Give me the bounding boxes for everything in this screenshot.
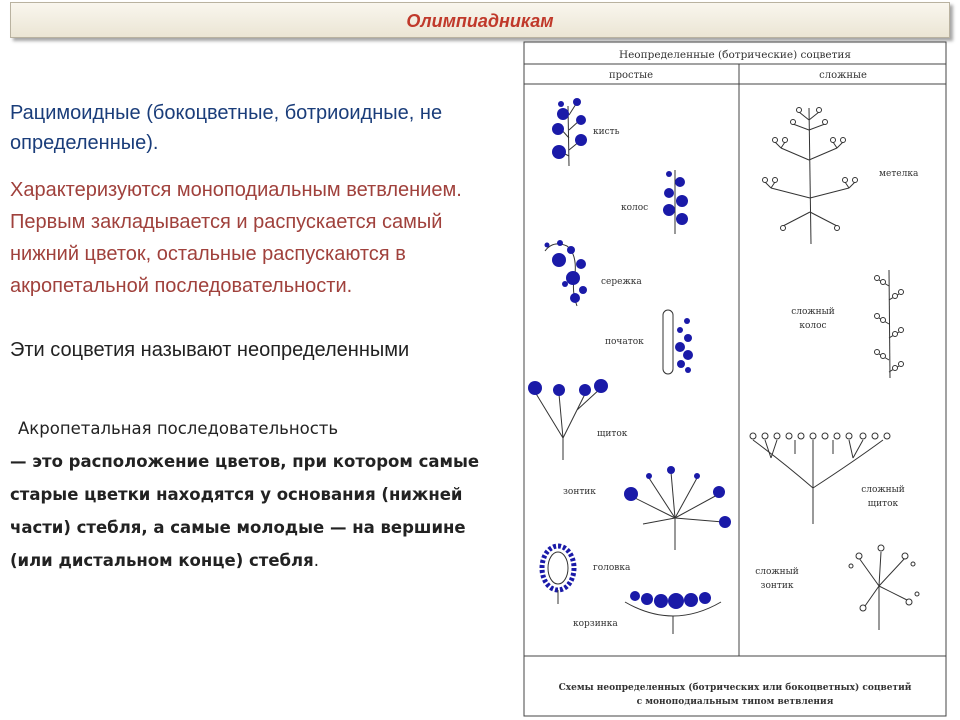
label-compound-spike-line1: сложный <box>791 307 835 317</box>
label-compound-corymb-line1: сложный <box>861 485 905 495</box>
panicle-sketch <box>763 108 858 245</box>
naming-text: Эти соцветия называют неопределенными <box>10 334 490 366</box>
compound-umbel-sketch <box>849 545 919 630</box>
term-period: . <box>314 551 319 570</box>
compound-corymb-sketch <box>750 433 890 524</box>
diagram-caption-line2: с моноподиальным типом ветвления <box>637 697 834 707</box>
term-definition: — это расположение цветов, при котором с… <box>10 452 479 570</box>
corymb-sketch <box>528 379 608 460</box>
spike-sketch <box>663 170 688 234</box>
label-head: головка <box>593 563 631 573</box>
label-compound-spike-line2: колос <box>799 321 826 331</box>
header-banner: Олимпиадникам <box>10 2 950 38</box>
compound-spike-sketch <box>875 270 904 378</box>
label-compound-umbel-line2: зонтик <box>761 581 794 591</box>
label-corymb: щиток <box>597 429 628 439</box>
spadix-sketch <box>663 310 693 374</box>
label-compound-corymb-line2: щиток <box>868 499 899 509</box>
definition-text: Рацимоидные (бокоцветные, ботриоидные, н… <box>10 98 490 158</box>
label-catkin: сережка <box>601 277 642 287</box>
header-title: Олимпиадникам <box>11 3 949 39</box>
term-definition-block: Акропетальная последовательность — это ра… <box>10 412 490 577</box>
umbel-sketch <box>624 466 731 550</box>
label-spadix: початок <box>605 337 644 347</box>
term-label: Акропетальная последовательность <box>18 419 338 438</box>
col-complex-header: сложные <box>819 70 867 81</box>
diagram-caption-line1: Схемы неопределенных (ботрических или бо… <box>559 682 912 693</box>
label-compound-umbel-line1: сложный <box>755 567 799 577</box>
characteristic-text: Характеризуются моноподиальным ветвление… <box>10 174 490 302</box>
label-spike: колос <box>621 203 648 213</box>
label-panicle: метелка <box>879 169 919 179</box>
label-umbel: зонтик <box>563 487 596 497</box>
col-simple-header: простые <box>609 70 653 81</box>
inflorescence-diagram: Неопределенные (ботрические) соцветия пр… <box>513 38 953 720</box>
label-basket: корзинка <box>573 619 618 629</box>
raceme-sketch <box>552 98 587 166</box>
head-sketch <box>542 546 574 604</box>
basket-sketch <box>625 591 721 634</box>
catkin-sketch <box>545 240 588 306</box>
naming-sentence: Эти соцветия называют неопределенными <box>10 339 409 361</box>
label-raceme: кисть <box>593 127 620 137</box>
diagram-title: Неопределенные (ботрические) соцветия <box>619 49 851 61</box>
